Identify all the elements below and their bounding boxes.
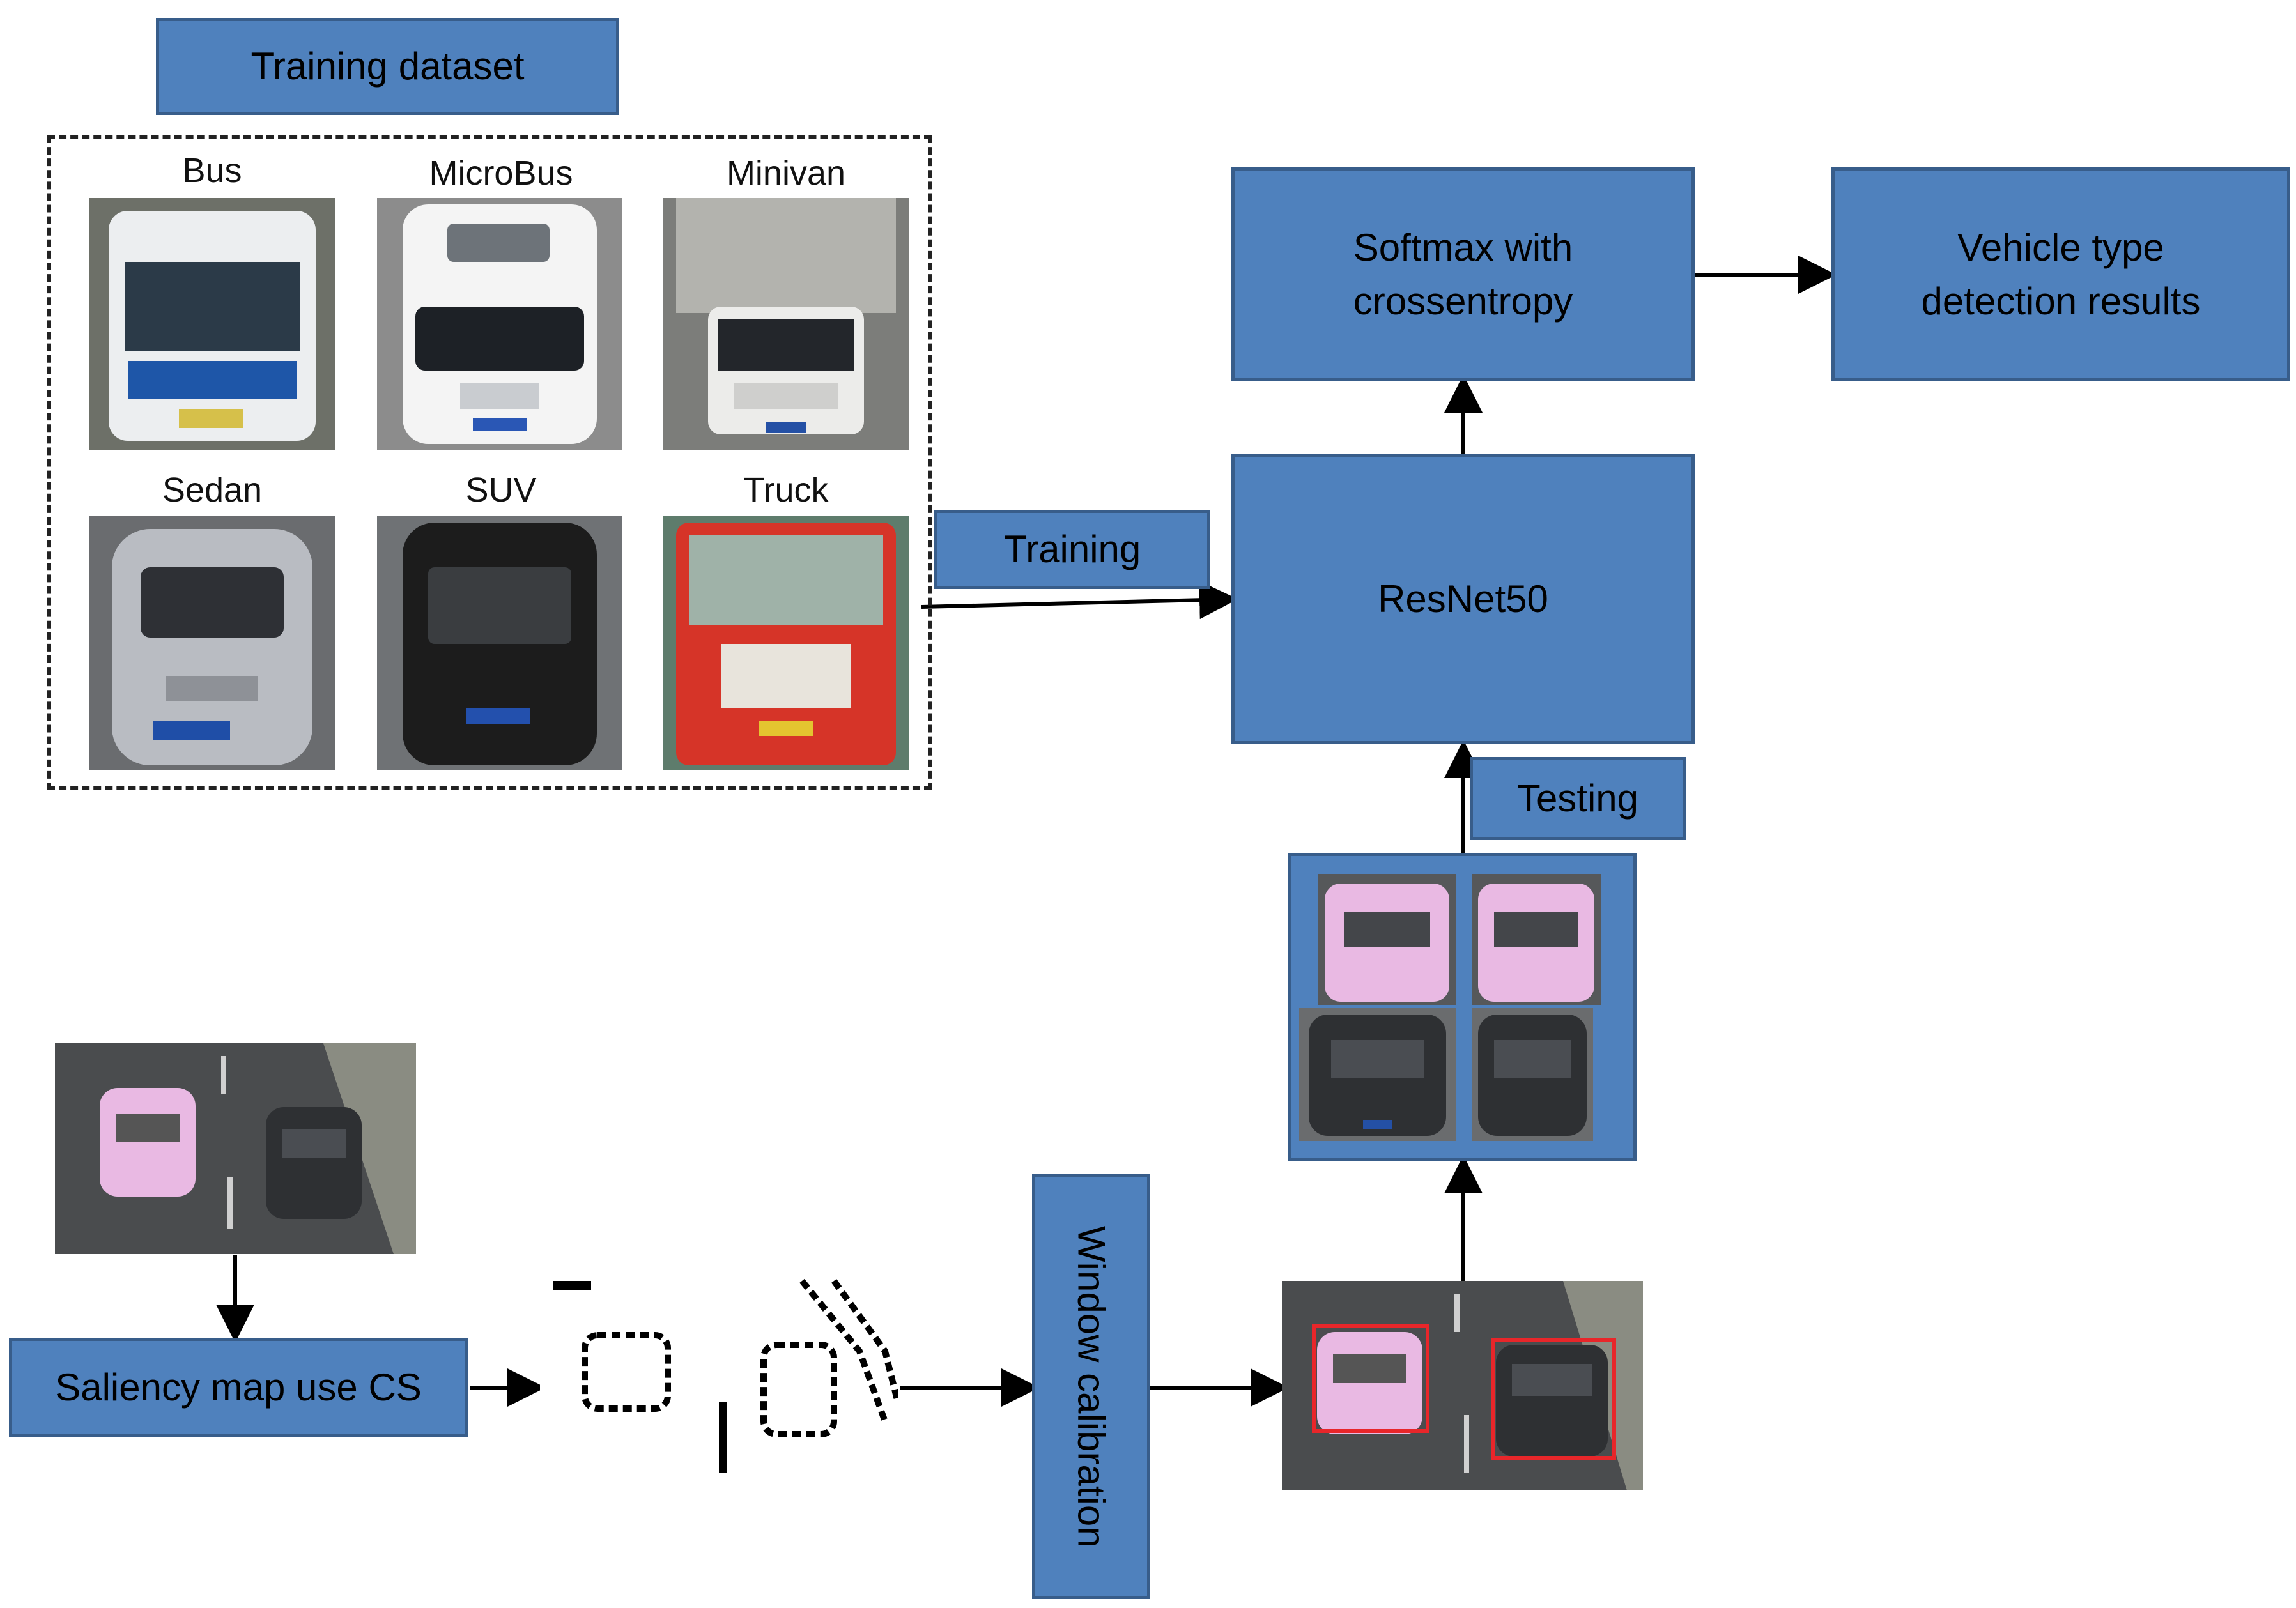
saliency-map-image — [540, 1275, 898, 1485]
arrow-dataset-to-resnet — [921, 581, 1238, 620]
resnet50-text: ResNet50 — [1378, 577, 1548, 620]
softmax-block: Softmax with crossentropy — [1231, 167, 1695, 381]
training-dataset-title-text: Training dataset — [250, 45, 525, 88]
truck-image — [663, 516, 909, 770]
crop-pink-car-2 — [1472, 874, 1601, 1005]
minivan-image — [663, 198, 909, 450]
window-calibration-text: Window calibration — [1070, 1225, 1113, 1548]
testing-label: Testing — [1470, 757, 1686, 840]
testing-label-text: Testing — [1516, 777, 1639, 820]
vehicle-type-results-text: Vehicle type detection results — [1921, 226, 2201, 323]
detection-road-image — [1282, 1281, 1643, 1490]
sedan-image — [89, 516, 335, 770]
saliency-map-block: Saliency map use CS — [9, 1338, 468, 1437]
category-label-truck: Truck — [743, 471, 829, 509]
category-label-sedan: Sedan — [162, 471, 263, 509]
crop-dark-car-2 — [1472, 1008, 1593, 1141]
saliency-map-text: Saliency map use CS — [55, 1365, 422, 1409]
category-label-bus: Bus — [182, 151, 242, 190]
category-label-microbus: MicroBus — [429, 154, 573, 192]
suv-image — [377, 516, 622, 770]
category-label-minivan: Minivan — [726, 154, 846, 192]
bus-image — [89, 198, 335, 450]
input-road-image — [55, 1043, 416, 1254]
training-label-text: Training — [1003, 528, 1141, 570]
microbus-image — [377, 198, 622, 450]
category-label-suv: SUV — [465, 471, 537, 509]
window-calibration-block: Window calibration — [1032, 1174, 1150, 1599]
crop-dark-car-1 — [1299, 1008, 1456, 1141]
vehicle-type-results-block: Vehicle type detection results — [1831, 167, 2290, 381]
training-dataset-frame — [47, 135, 932, 790]
resnet50-block: ResNet50 — [1231, 454, 1695, 744]
crop-pink-car-1 — [1318, 874, 1456, 1005]
softmax-text: Softmax with crossentropy — [1353, 226, 1573, 323]
training-dataset-title: Training dataset — [156, 18, 619, 115]
training-label: Training — [934, 510, 1210, 589]
